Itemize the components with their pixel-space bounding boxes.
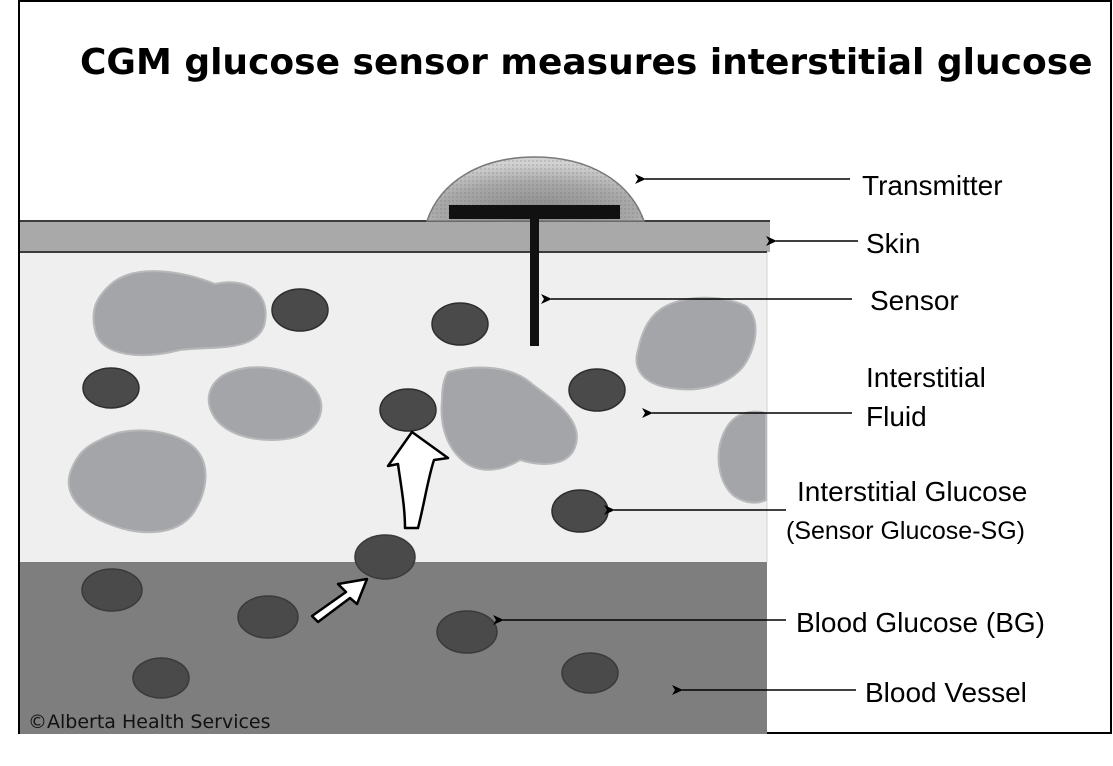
- glucose-molecule: [238, 596, 298, 638]
- glucose-molecule: [272, 289, 328, 331]
- sensor-filament: [530, 219, 539, 346]
- glucose-molecule: [552, 490, 608, 532]
- skin-layer: [20, 221, 770, 252]
- diagram-title: CGM glucose sensor measures interstitial…: [80, 42, 1093, 83]
- blood-glucose-label: Blood Glucose (BG): [796, 607, 1045, 638]
- transmitter-label: Transmitter: [862, 170, 1003, 201]
- glucose-molecule: [562, 653, 618, 693]
- interstitial-glucose-label-line2: (Sensor Glucose-SG): [786, 517, 1025, 545]
- blood-vessel-label: Blood Vessel: [865, 677, 1027, 708]
- glucose-molecule: [82, 569, 142, 611]
- glucose-molecule: [83, 368, 139, 408]
- sensor-label: Sensor: [870, 285, 959, 316]
- glucose-molecule: [437, 611, 497, 653]
- interstitial-fluid-label-line1: Interstitial: [866, 362, 986, 393]
- interstitial-glucose-label-line1: Interstitial Glucose: [797, 476, 1027, 507]
- glucose-molecule: [380, 389, 436, 431]
- transmitter-base: [449, 205, 620, 219]
- glucose-molecule: [355, 535, 415, 579]
- interstitial-fluid-label-line2: Fluid: [866, 401, 927, 432]
- copyright-notice: ©Alberta Health Services: [28, 711, 271, 733]
- skin-label: Skin: [866, 228, 920, 259]
- tissue-cell: [93, 271, 265, 355]
- glucose-molecule: [569, 369, 625, 411]
- glucose-molecule: [432, 303, 488, 345]
- glucose-molecule: [133, 658, 189, 698]
